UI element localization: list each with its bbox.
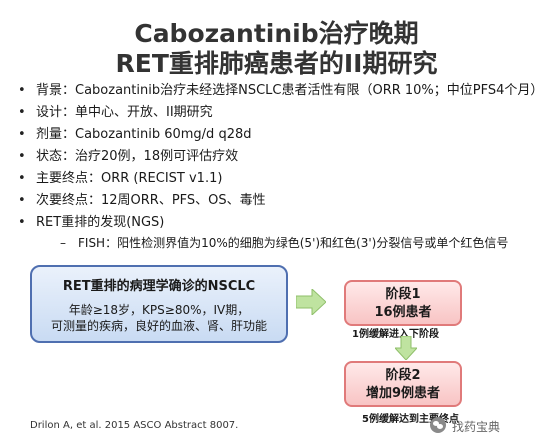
bullet-dose: 剂量：Cabozantinib 60mg/d q28d [14,124,543,146]
slide-title-line2: RET重排肺癌患者的II期研究 [115,49,438,78]
stage1-patients: 16例患者 [374,305,432,320]
bullet-ret-detection: RET重排的发现(NGS) [14,212,543,234]
eligibility-box: RET重排的病理学确诊的NSCLC 年龄≥18岁，KPS≥80%，IV期， 可测… [30,265,288,343]
wechat-icon [430,417,446,433]
stage2-note: 5例缓解达到主要终点 [362,414,459,425]
slide-title-line1: Cabozantinib治疗晚期 [134,19,419,48]
sub-bullet-dash: – [60,236,66,250]
eligibility-heading: RET重排的病理学确诊的NSCLC [62,279,256,294]
stage2-patients: 增加9例患者 [365,386,441,401]
bullet-background: 背景：Cabozantinib治疗未经选择NSCLC患者活性有限（ORR 10%… [14,80,543,102]
arrow-right-icon [296,289,326,315]
watermark-text: 找药宝典 [452,420,501,434]
sub-bullet-fish: –FISH：阳性检测界值为10%的细胞为绿色(5')和红色(3')分裂信号或单个… [60,234,508,252]
bullet-design: 设计：单中心、开放、II期研究 [14,102,543,124]
arrow-down-icon [395,336,417,360]
bullet-secondary-endpoint: 次要终点：12周ORR、PFS、OS、毒性 [14,190,543,212]
stage1-label: 阶段1 [385,287,421,302]
stage1-box: 阶段1 16例患者 [344,280,462,326]
citation: Drilon A, et al. 2015 ASCO Abstract 8007… [30,420,239,431]
stage2-label: 阶段2 [385,368,421,383]
bullet-status: 状态：治疗20例，18例可评估疗效 [14,146,543,168]
stage1-note: 1例缓解进入下阶段 [352,329,439,340]
stage2-box: 阶段2 增加9例患者 [344,361,462,407]
eligibility-line2: 可测量的疾病，良好的血液、肾、肝功能 [50,319,267,333]
sub-bullet-text: FISH：阳性检测界值为10%的细胞为绿色(5')和红色(3')分裂信号或单个红… [78,236,509,250]
bullet-list: 背景：Cabozantinib治疗未经选择NSCLC患者活性有限（ORR 10%… [14,80,543,234]
eligibility-line1: 年龄≥18岁，KPS≥80%，IV期， [68,303,250,317]
bullet-primary-endpoint: 主要终点：ORR (RECIST v1.1) [14,168,543,190]
